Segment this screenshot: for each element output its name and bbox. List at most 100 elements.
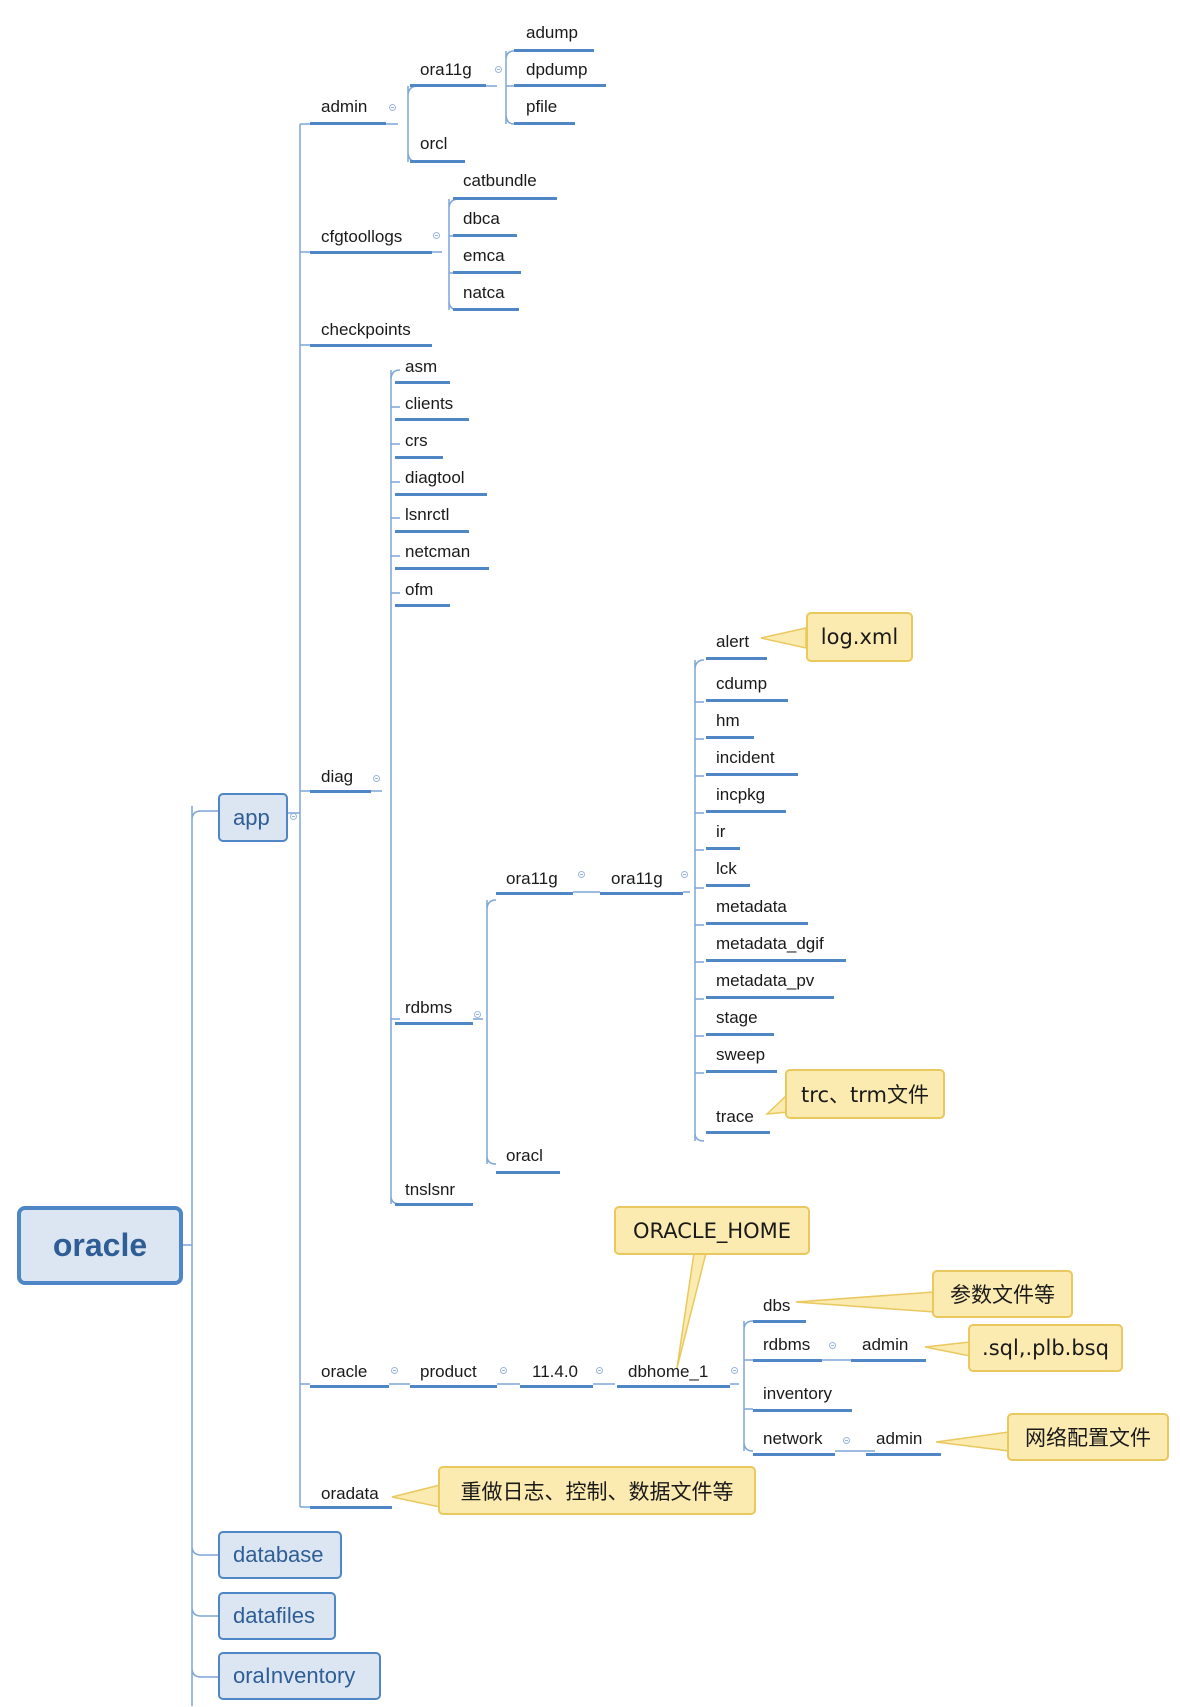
node-diagtool[interactable]: diagtool: [405, 468, 465, 487]
node-diag[interactable]: diag: [321, 767, 354, 786]
underline-lck: [706, 884, 750, 887]
node-incpkg[interactable]: incpkg: [716, 785, 766, 804]
underline-network: [753, 1453, 835, 1456]
node-dbca[interactable]: dbca: [463, 209, 500, 228]
node-asm[interactable]: asm: [405, 357, 438, 376]
node-trace[interactable]: trace: [716, 1107, 754, 1126]
node-netcman[interactable]: netcman: [405, 542, 471, 561]
callout-trace-text: trc、trm文件: [801, 1083, 929, 1107]
node-ir[interactable]: ir: [716, 822, 726, 841]
node-metadata-dgif[interactable]: metadata_dgif: [716, 934, 824, 953]
node-hm[interactable]: hm: [716, 711, 740, 730]
callout-oradata-text: 重做日志、控制、数据文件等: [460, 1479, 734, 1504]
collapse-toggle-oracle[interactable]: [391, 1367, 398, 1374]
node-admin[interactable]: admin: [321, 97, 368, 116]
collapse-toggle-ora11g-db[interactable]: [578, 871, 585, 878]
node-crs[interactable]: crs: [405, 431, 428, 450]
node-rdbms[interactable]: rdbms: [405, 998, 453, 1017]
node-inventory[interactable]: inventory: [763, 1384, 832, 1403]
node-natca[interactable]: natca: [463, 283, 505, 302]
node-database[interactable]: database: [218, 1531, 342, 1579]
node-oradata[interactable]: oradata: [321, 1484, 379, 1503]
node-network-admin[interactable]: admin: [876, 1429, 923, 1448]
node-catbundle[interactable]: catbundle: [463, 171, 537, 190]
node-oracl[interactable]: oracl: [506, 1146, 543, 1165]
underline-dbs: [753, 1320, 806, 1323]
node-network[interactable]: network: [763, 1429, 823, 1448]
underline-catbundle: [453, 197, 557, 200]
node-ofm[interactable]: ofm: [405, 580, 434, 599]
node-metadata-pv[interactable]: metadata_pv: [716, 971, 815, 990]
node-rdbms-admin[interactable]: admin: [862, 1335, 909, 1354]
underline-ora11g-inst: [600, 892, 683, 895]
collapse-toggle-home-rdbms[interactable]: [829, 1342, 836, 1349]
callout-network-admin: 网络配置文件: [1007, 1413, 1169, 1461]
node-clients[interactable]: clients: [405, 394, 454, 413]
node-ora11g-db[interactable]: ora11g: [506, 869, 558, 888]
collapse-toggle-network[interactable]: [843, 1437, 850, 1444]
node-home-rdbms[interactable]: rdbms: [763, 1335, 811, 1354]
underline-admin: [310, 122, 386, 125]
collapse-toggle-admin-ora11g[interactable]: [495, 66, 502, 73]
node-dbs[interactable]: dbs: [763, 1296, 791, 1315]
node-app-label: app: [233, 804, 270, 830]
node-lsnrctl[interactable]: lsnrctl: [405, 505, 450, 524]
underline-metadata: [706, 922, 808, 925]
node-app[interactable]: app: [218, 793, 288, 842]
underline-network-admin: [866, 1453, 941, 1456]
underline-home-rdbms: [753, 1359, 822, 1362]
underline-pfile: [514, 122, 575, 125]
collapse-toggle-product[interactable]: [500, 1367, 507, 1374]
node-dbhome[interactable]: dbhome_1: [628, 1362, 709, 1381]
underline-sweep: [706, 1070, 777, 1073]
underline-product: [410, 1385, 497, 1388]
callout-rdbms-admin: .sql,.plb.bsq: [968, 1324, 1123, 1372]
node-sweep[interactable]: sweep: [716, 1045, 766, 1064]
node-cdump[interactable]: cdump: [716, 674, 768, 693]
underline-dpdump: [514, 84, 606, 87]
collapse-toggle-dbhome[interactable]: [731, 1367, 738, 1374]
node-incident[interactable]: incident: [716, 748, 775, 767]
collapse-toggle-version[interactable]: [596, 1367, 603, 1374]
underline-inventory: [753, 1409, 852, 1412]
callout-network-admin-text: 网络配置文件: [1025, 1426, 1151, 1450]
collapse-toggle-rdbms[interactable]: [474, 1011, 481, 1018]
node-oracle[interactable]: oracle: [321, 1362, 368, 1381]
underline-tnslsnr: [395, 1203, 473, 1206]
node-product[interactable]: product: [420, 1362, 477, 1381]
node-ora11g-inst[interactable]: ora11g: [611, 869, 663, 888]
node-emca[interactable]: emca: [463, 246, 505, 265]
node-lck[interactable]: lck: [716, 859, 737, 878]
underline-stage: [706, 1033, 774, 1036]
collapse-toggle-app[interactable]: [290, 813, 297, 820]
underline-lsnrctl: [395, 530, 469, 533]
collapse-toggle-cfgtoollogs[interactable]: [433, 232, 440, 239]
collapse-toggle-ora11g-inst[interactable]: [681, 871, 688, 878]
collapse-toggle-admin[interactable]: [389, 104, 396, 111]
collapse-toggle-diag[interactable]: [373, 775, 380, 782]
node-oraInventory[interactable]: oraInventory: [218, 1652, 381, 1700]
node-cfgtoollogs[interactable]: cfgtoollogs: [321, 227, 403, 246]
node-stage[interactable]: stage: [716, 1008, 758, 1027]
node-checkpoints[interactable]: checkpoints: [321, 320, 411, 339]
underline-hm: [706, 736, 754, 739]
node-metadata[interactable]: metadata: [716, 897, 787, 916]
node-version[interactable]: 11.4.0: [532, 1362, 579, 1381]
callout-oradata: 重做日志、控制、数据文件等: [438, 1466, 756, 1515]
node-datafiles[interactable]: datafiles: [218, 1592, 336, 1640]
root-node-oracle[interactable]: oracle: [17, 1206, 183, 1285]
node-dpdump[interactable]: dpdump: [526, 60, 588, 79]
node-tnslsnr[interactable]: tnslsnr: [405, 1180, 456, 1199]
node-adump[interactable]: adump: [526, 23, 578, 42]
node-orcl[interactable]: orcl: [420, 134, 448, 153]
node-alert[interactable]: alert: [716, 632, 750, 651]
callout-alert-text: log.xml: [820, 625, 899, 649]
underline-clients: [395, 418, 469, 421]
node-admin-ora11g[interactable]: ora11g: [420, 60, 472, 79]
underline-natca: [453, 308, 519, 311]
node-pfile[interactable]: pfile: [526, 97, 558, 116]
underline-crs: [395, 456, 443, 459]
root-label: oracle: [52, 1227, 148, 1263]
underline-version: [520, 1385, 593, 1388]
